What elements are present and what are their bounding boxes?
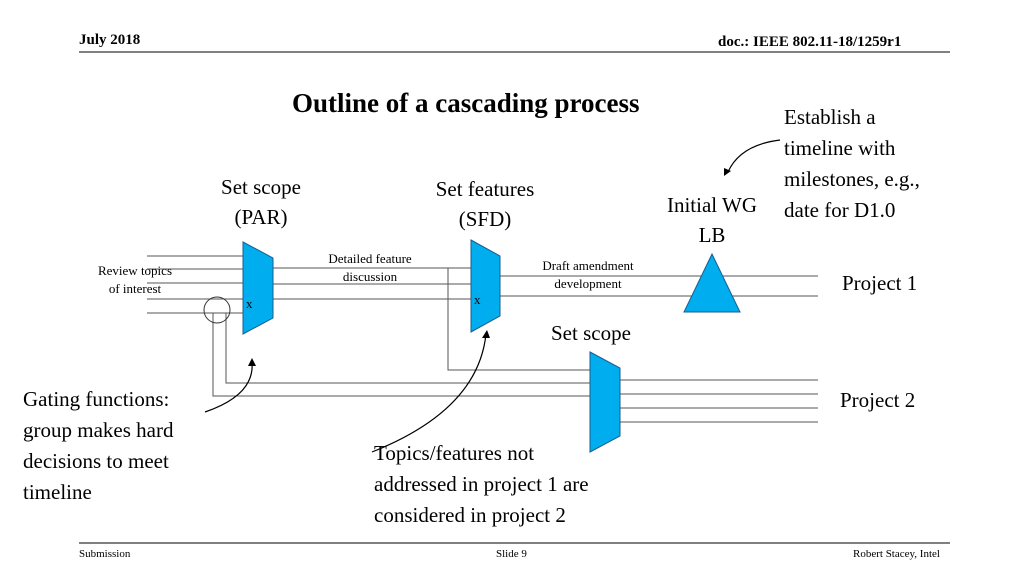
label-project-1: Project 1 xyxy=(842,271,918,295)
footer-submission: Submission xyxy=(79,548,131,560)
mux-set-scope-project-2 xyxy=(589,351,621,453)
lb-triangle xyxy=(683,252,741,313)
arrow-heads xyxy=(248,168,731,366)
header-date: July 2018 xyxy=(79,32,141,48)
label-set-scope-par: Set scope(PAR) xyxy=(221,175,301,229)
gating-circle xyxy=(203,296,231,324)
signal-lines xyxy=(147,255,818,423)
footer-author: Robert Stacey, Intel xyxy=(853,548,940,560)
label-set-features-sfd: Set features(SFD) xyxy=(435,177,535,231)
mux-1-x-mark: x xyxy=(246,296,253,311)
footer-slide-number: Slide 9 xyxy=(496,548,527,560)
mux-set-features-sfd xyxy=(470,239,501,333)
label-project-2: Project 2 xyxy=(840,388,916,412)
header-doc-id: doc.: IEEE 802.11-18/1259r1 xyxy=(718,34,902,50)
mux-2-x-mark: x xyxy=(474,292,481,307)
slide-title: Outline of a cascading process xyxy=(292,88,640,118)
annotation-arrows xyxy=(204,139,781,453)
mux-set-scope-par xyxy=(242,241,274,335)
label-set-scope-project-2: Set scope xyxy=(551,321,631,345)
